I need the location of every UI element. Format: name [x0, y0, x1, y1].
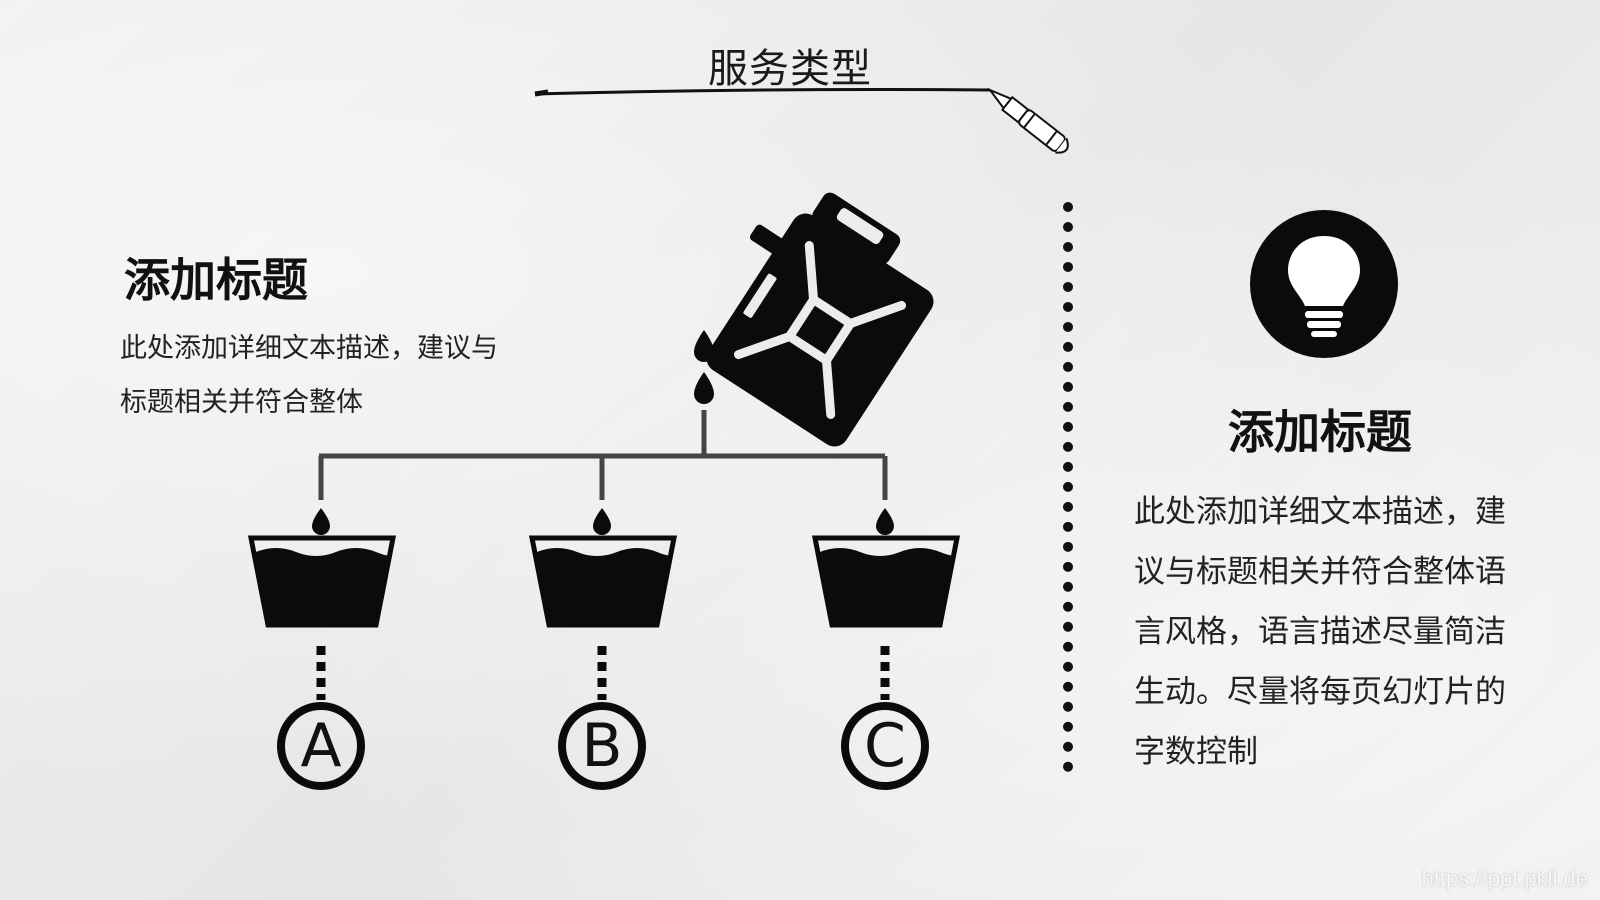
right-description: 此处添加详细文本描述，建议与标题相关并符合整体语言风格，语言描述尽量简洁生动。尽…: [1134, 494, 1506, 770]
lightbulb-icon: [1288, 236, 1360, 337]
lightbulb-badge: [1250, 210, 1398, 358]
left-heading: 添加标题: [124, 253, 308, 307]
watermark: https://ppt.pkll.de: [1421, 866, 1588, 891]
slide-title: 服务类型: [708, 46, 872, 92]
left-description: 此处添加详细文本描述，建议与标题相关并符合整体: [120, 333, 498, 418]
fountain-pen-icon: [534, 87, 1069, 154]
vertical-divider: [1063, 202, 1073, 772]
distribution-pipes: [318, 410, 888, 500]
right-heading: 添加标题: [1228, 405, 1412, 459]
fuel-canister-icon: [694, 192, 934, 447]
